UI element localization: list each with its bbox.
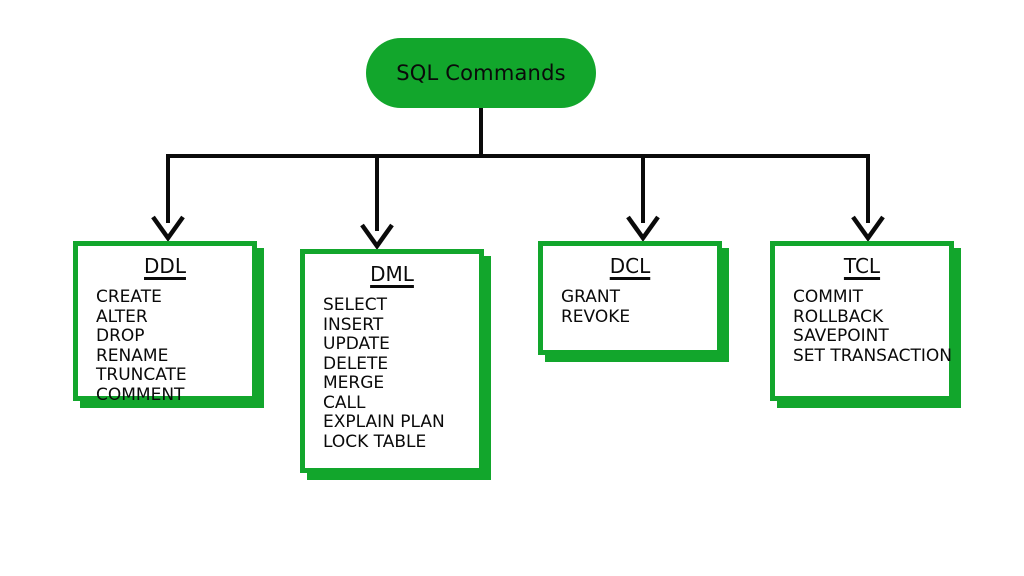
card-body-ddl: DDL CREATE ALTER DROP RENAME TRUNCATE CO… bbox=[73, 241, 257, 404]
connector-drop-tcl bbox=[866, 154, 870, 223]
list-item: UPDATE bbox=[323, 334, 390, 354]
card-list-dcl: GRANT REVOKE bbox=[543, 287, 717, 327]
category-card-dcl: DCL GRANT REVOKE bbox=[538, 241, 729, 362]
list-item: DROP bbox=[96, 326, 145, 346]
list-item: ALTER bbox=[96, 306, 148, 327]
list-item: EXPLAIN PLAN bbox=[323, 412, 445, 432]
list-item: ROLLBACK bbox=[793, 306, 884, 327]
connector-drop-ddl bbox=[166, 154, 170, 223]
connector-horizontal-bus bbox=[166, 154, 870, 158]
card-title-ddl: DDL bbox=[144, 254, 186, 278]
list-item: REVOKE bbox=[561, 306, 631, 327]
card-body-tcl: TCL COMMIT ROLLBACK SAVEPOINT SET TRANSA… bbox=[770, 241, 954, 401]
card-list-tcl: COMMIT ROLLBACK SAVEPOINT SET TRANSACTIO… bbox=[775, 287, 952, 366]
category-card-dml: DML SELECT INSERT UPDATE DELETE MERGE CA… bbox=[300, 249, 491, 480]
card-body-dml: DML SELECT INSERT UPDATE DELETE MERGE CA… bbox=[300, 249, 484, 473]
category-card-ddl: DDL CREATE ALTER DROP RENAME TRUNCATE CO… bbox=[73, 241, 264, 408]
card-title-tcl: TCL bbox=[843, 254, 881, 278]
list-item: SET TRANSACTION bbox=[793, 345, 952, 366]
list-item: INSERT bbox=[323, 314, 384, 335]
list-item: TRUNCATE bbox=[96, 365, 187, 385]
list-item: MERGE bbox=[323, 373, 385, 393]
card-body-dcl: DCL GRANT REVOKE bbox=[538, 241, 722, 355]
list-item: COMMENT bbox=[96, 384, 185, 405]
connector-drop-dcl bbox=[641, 154, 645, 223]
card-title-dcl: DCL bbox=[609, 254, 651, 278]
list-item: SAVEPOINT bbox=[793, 326, 889, 346]
category-card-tcl: TCL COMMIT ROLLBACK SAVEPOINT SET TRANSA… bbox=[770, 241, 961, 408]
list-item: CREATE bbox=[96, 287, 162, 307]
card-list-ddl: CREATE ALTER DROP RENAME TRUNCATE COMMEN… bbox=[78, 287, 252, 405]
list-item: CALL bbox=[323, 392, 366, 413]
connector-drop-dml bbox=[375, 154, 379, 231]
list-item: COMMIT bbox=[793, 287, 863, 307]
card-list-dml: SELECT INSERT UPDATE DELETE MERGE CALL E… bbox=[305, 295, 479, 452]
list-item: LOCK TABLE bbox=[323, 431, 427, 452]
card-title-dml: DML bbox=[370, 262, 414, 286]
list-item: DELETE bbox=[323, 353, 389, 374]
list-item: SELECT bbox=[323, 295, 387, 315]
root-node-label: SQL Commands bbox=[396, 61, 566, 85]
list-item: RENAME bbox=[96, 345, 169, 366]
root-node-sql-commands: SQL Commands bbox=[366, 38, 596, 108]
list-item: GRANT bbox=[561, 287, 621, 307]
connector-trunk-vertical bbox=[479, 108, 483, 158]
